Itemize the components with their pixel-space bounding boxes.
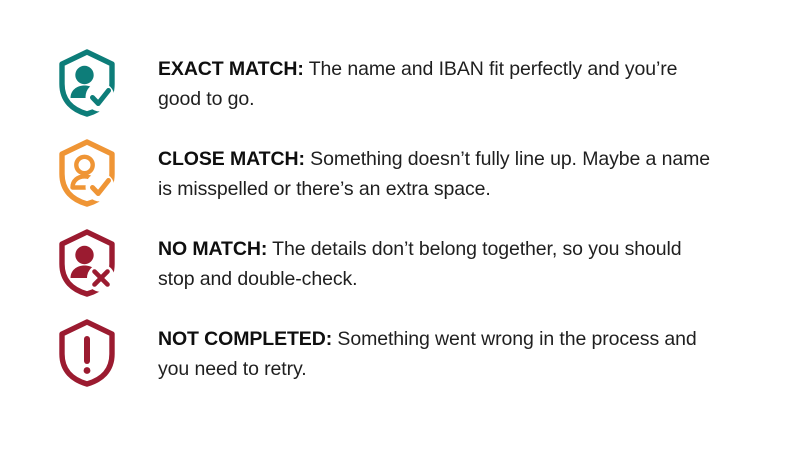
status-text-not-completed: NOT COMPLETED: Something went wrong in t…	[158, 324, 710, 384]
status-text-exact-match: EXACT MATCH: The name and IBAN fit perfe…	[158, 54, 710, 114]
status-row-not-completed: NOT COMPLETED: Something went wrong in t…	[56, 314, 756, 404]
status-label-exact-match: EXACT MATCH:	[158, 58, 304, 80]
status-description-exact-match: The name and IBAN fit perfectly and you’…	[158, 58, 678, 110]
shield-exclamation-icon	[59, 319, 115, 387]
status-text-no-match: NO MATCH: The details don’t belong toget…	[158, 234, 710, 294]
text-cell-close-match: CLOSE MATCH: Something doesn’t fully lin…	[158, 134, 756, 204]
shield-person-outline-check-icon	[59, 139, 115, 207]
icon-cell-no-match	[56, 224, 158, 297]
status-label-not-completed: NOT COMPLETED:	[158, 328, 333, 350]
text-cell-not-completed: NOT COMPLETED: Something went wrong in t…	[158, 314, 756, 384]
status-row-exact-match: EXACT MATCH: The name and IBAN fit perfe…	[56, 44, 756, 134]
status-text-close-match: CLOSE MATCH: Something doesn’t fully lin…	[158, 144, 710, 204]
status-label-no-match: NO MATCH:	[158, 238, 268, 260]
status-description-no-match: The details don’t belong together, so yo…	[158, 238, 682, 290]
status-label-close-match: CLOSE MATCH:	[158, 148, 305, 170]
status-row-no-match: NO MATCH: The details don’t belong toget…	[56, 224, 756, 314]
text-cell-exact-match: EXACT MATCH: The name and IBAN fit perfe…	[158, 44, 756, 114]
shield-person-check-icon	[59, 49, 115, 117]
status-legend-list: EXACT MATCH: The name and IBAN fit perfe…	[56, 44, 756, 404]
icon-cell-exact-match	[56, 44, 158, 117]
status-row-close-match: CLOSE MATCH: Something doesn’t fully lin…	[56, 134, 756, 224]
status-description-close-match: Something doesn’t fully line up. Maybe a…	[158, 148, 710, 200]
status-description-not-completed: Something went wrong in the process and …	[158, 328, 697, 380]
text-cell-no-match: NO MATCH: The details don’t belong toget…	[158, 224, 756, 294]
shield-person-cross-icon	[59, 229, 115, 297]
icon-cell-close-match	[56, 134, 158, 207]
icon-cell-not-completed	[56, 314, 158, 387]
